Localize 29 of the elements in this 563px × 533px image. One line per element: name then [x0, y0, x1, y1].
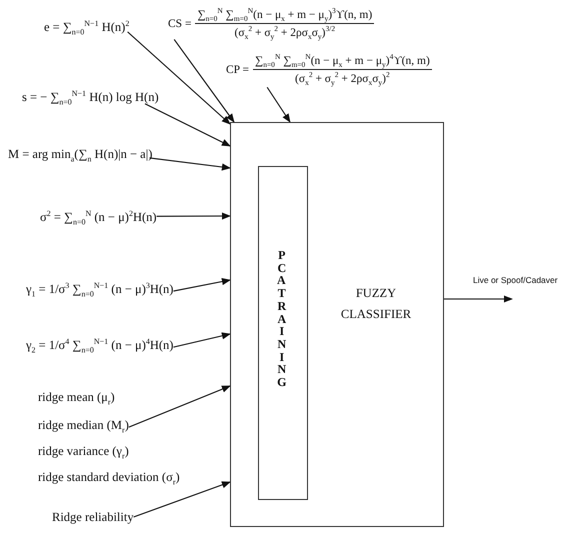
feature-label: ridge mean (μ$_{r}$): [38, 390, 115, 406]
arrow: [266, 86, 290, 123]
arrow: [127, 31, 231, 125]
formula: CS = ∑$_{n=0}$$^{N}$ ∑$_{m=0}$$^{N}$(n − μ$_{x}$ + m − μ$_{y}$)$^{3}$ϒ(n, m) (σ$_{x}$$^{2}$ + σ$_{y}$$^{2}$ + 2ρσ$_{x}$σ$_{y}$)$^{3/2}$: [168, 6, 374, 42]
arrow: [173, 332, 231, 348]
formula: γ$_{1}$ = 1/σ$^{3}$ ∑$_{n=0}$$^{N−1}$ (n − μ)$^{3}$H(n): [26, 280, 174, 298]
formula: σ$^{2}$ = ∑$_{n=0}$$^{N}$ (n − μ)$^{2}$H(n): [40, 208, 157, 226]
formula: γ$_{2}$ = 1/σ$^{4}$ ∑$_{n=0}$$^{N−1}$ (n − μ)$^{4}$H(n): [26, 336, 174, 354]
arrow: [128, 386, 231, 428]
feature-label: ridge variance (γ$_{r}$): [38, 444, 129, 460]
arrow: [144, 103, 231, 146]
arrow: [444, 295, 513, 303]
formula: s = − ∑$_{n=0}$$^{N−1}$ H(n) log H(n): [22, 88, 159, 106]
feature-label: ridge median (M$_{r}$): [38, 418, 129, 434]
arrow: [149, 157, 231, 171]
feature-label: Ridge reliability: [52, 510, 134, 525]
formula: M = arg min$_{a}$(∑$_{n}$ H(n)|n − a|): [8, 147, 152, 164]
node-label: FUZZY CLASSIFIER: [340, 285, 412, 323]
formula: e = ∑$_{n=0}$$^{N−1}$ H(n)$^{2}$: [44, 18, 130, 36]
process-box: [258, 166, 308, 500]
feature-label: ridge standard deviation (σ$_{r}$): [38, 470, 180, 486]
edge-label: Live or Spoof/Cadaver: [472, 275, 559, 285]
formula: CP = ∑$_{n=0}$$^{N}$ ∑$_{m=0}$$^{N}$(n − μ$_{x}$ + m − μ$_{y}$)$^{4}$ϒ(n, m) (σ$_{x}$$^{2}$ + σ$_{y}$$^{2}$ + 2ρσ$_{x}$σ$_{y}$)$^{2}$: [226, 52, 432, 88]
arrow: [133, 481, 231, 518]
classifier-box: [230, 122, 444, 527]
arrow: [173, 278, 231, 292]
arrow: [156, 212, 231, 220]
node-label: PCA TRAINING: [277, 249, 287, 389]
arrow: [174, 39, 235, 123]
